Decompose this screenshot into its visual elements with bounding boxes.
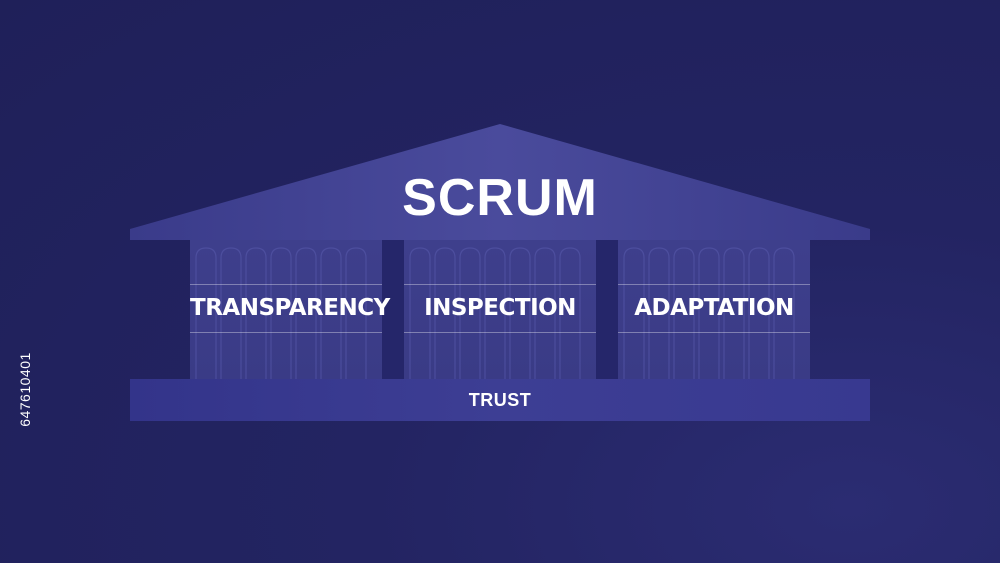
pillar-transparency bbox=[190, 240, 382, 379]
pillar-adaptation bbox=[618, 240, 810, 379]
pillar-gap bbox=[382, 240, 404, 379]
pillar-label-inspection: INSPECTION bbox=[404, 284, 596, 333]
temple-base bbox=[130, 379, 870, 421]
pillar-label-adaptation: ADAPTATION bbox=[618, 284, 810, 333]
pillar-label-transparency: TRANSPARENCY bbox=[190, 284, 390, 333]
temple-roof bbox=[130, 124, 870, 240]
image-id-text: 647610401 bbox=[17, 352, 33, 427]
foundation-label: TRUST bbox=[468, 390, 532, 410]
pillar-inspection bbox=[404, 240, 596, 379]
diagram-title: SCRUM bbox=[402, 169, 598, 227]
pillar-gap bbox=[596, 240, 618, 379]
